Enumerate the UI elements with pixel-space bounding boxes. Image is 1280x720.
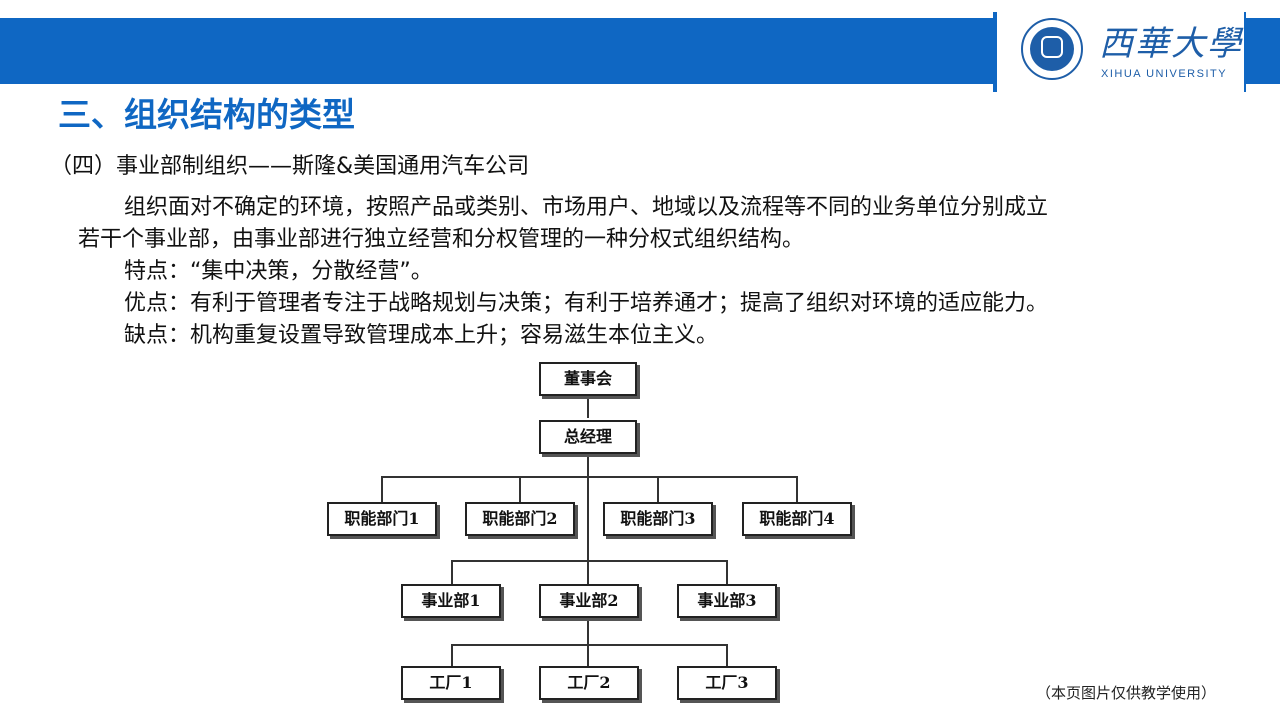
- org-box-functional-1: 职能部门1: [327, 502, 437, 536]
- connector-factory-3: [726, 644, 728, 666]
- connector-functional-4: [796, 476, 798, 502]
- section-subtitle: （四）事业部制组织——斯隆&美国通用汽车公司: [50, 154, 530, 179]
- page-title: 三、组织结构的类型: [58, 95, 355, 134]
- university-seal-icon: [1021, 18, 1083, 80]
- logo-text-en: XIHUA UNIVERSITY: [1101, 68, 1228, 80]
- org-box-division-3: 事业部3: [677, 584, 777, 618]
- logo-text-cn: 西華大學: [1099, 24, 1243, 64]
- connector-division-3: [726, 560, 728, 584]
- header-banner-right: [1246, 18, 1280, 84]
- org-box-general-manager: 总经理: [539, 420, 637, 454]
- disadvantages-line: 缺点：机构重复设置导致管理成本上升；容易滋生本位主义。: [124, 323, 719, 348]
- usage-footnote: （本页图片仅供教学使用）: [1036, 684, 1217, 702]
- org-box-functional-3: 职能部门3: [603, 502, 713, 536]
- org-box-division-2: 事业部2: [539, 584, 639, 618]
- definition-line-2: 若干个事业部，由事业部进行独立经营和分权管理的一种分权式组织结构。: [78, 227, 805, 252]
- org-box-functional-2: 职能部门2: [465, 502, 575, 536]
- connector-functional-2: [519, 476, 521, 502]
- definition-line-1: 组织面对不确定的环境，按照产品或类别、市场用户、地域以及流程等不同的业务单位分别…: [124, 195, 1049, 220]
- connector-functional-3: [657, 476, 659, 502]
- org-box-functional-4: 职能部门4: [742, 502, 852, 536]
- connector-factory-1: [451, 644, 453, 666]
- connector-board-gm: [587, 396, 589, 418]
- org-box-factory-2: 工厂2: [539, 666, 639, 700]
- org-box-board: 董事会: [539, 362, 637, 396]
- org-box-division-1: 事业部1: [401, 584, 501, 618]
- connector-factory-bar: [451, 644, 728, 646]
- header-banner: [0, 18, 996, 84]
- connector-division-bar: [451, 560, 728, 562]
- advantages-line: 优点：有利于管理者专注于战略规划与决策；有利于培养通才；提高了组织对环境的适应能…: [124, 291, 1049, 316]
- university-logo: 西華大學 XIHUA UNIVERSITY: [993, 12, 1246, 92]
- org-box-factory-1: 工厂1: [401, 666, 501, 700]
- connector-functional-1: [381, 476, 383, 502]
- org-box-factory-3: 工厂3: [677, 666, 777, 700]
- connector-functional-bar: [381, 476, 798, 478]
- connector-division-1: [451, 560, 453, 584]
- connector-main-trunk: [587, 454, 589, 674]
- features-line: 特点：“集中决策，分散经营”。: [124, 259, 433, 284]
